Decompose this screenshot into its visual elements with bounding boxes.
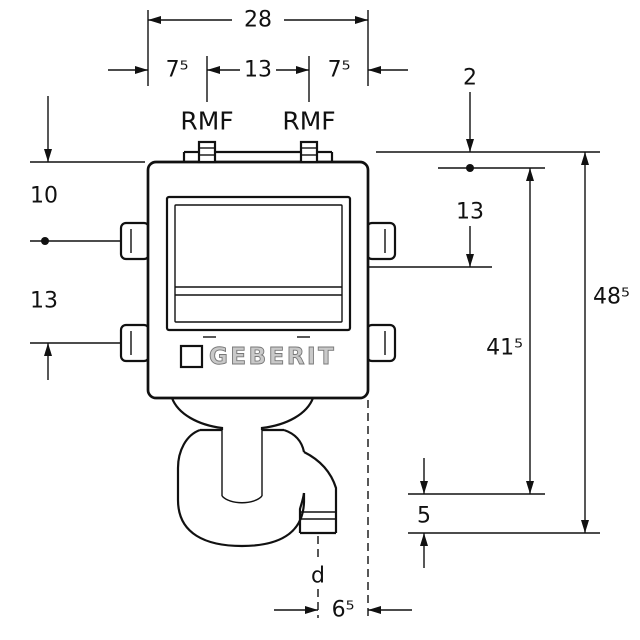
mounting-bracket: [119, 323, 151, 363]
supply-connectors: [197, 140, 319, 164]
rmf-right-label: RMF: [282, 107, 335, 136]
cistern-outline: [146, 160, 370, 400]
funnel-right-wall: [260, 397, 315, 430]
dim-left-upper-label: 10: [30, 184, 58, 209]
mounting-brackets: [119, 221, 397, 363]
outlet-upper-wall: [303, 451, 338, 533]
dim-overall-width-label: 28: [244, 8, 272, 33]
rmf-connector: [197, 140, 217, 164]
geberit-logo-text: GEBERIT: [209, 344, 336, 370]
cistern-lid: [182, 150, 334, 162]
left-dimension-group: 10 13: [30, 96, 145, 380]
access-panel: [165, 195, 352, 338]
dim-top-clearance-label: 2: [463, 66, 477, 91]
rmf-connector: [299, 140, 319, 164]
dim-outlet-offset-label: 6⁵: [332, 598, 355, 623]
reference-dot: [466, 164, 474, 172]
cistern-body: GEBERIT: [146, 140, 370, 400]
mounting-bracket: [119, 221, 151, 261]
bottom-dimension-group: d 6⁵: [274, 400, 412, 623]
dip-tube-end: [221, 495, 263, 504]
geberit-logo-symbol: [179, 344, 204, 369]
dim-mid-height-label: 41⁵: [486, 336, 523, 361]
trap-cup-outline: [176, 428, 306, 548]
outlet-diameter-label: d: [311, 564, 325, 589]
mounting-bracket: [365, 221, 397, 261]
outlet-lower-wall: [298, 492, 306, 533]
dim-left-lower-label: 13: [30, 289, 58, 314]
dim-left-offset-label: 7⁵: [166, 58, 189, 83]
rmf-left-label: RMF: [180, 107, 233, 136]
dim-outlet-drop-label: 5: [417, 504, 431, 529]
right-dimension-group: 2 13 41⁵ 48⁵ 5: [298, 66, 630, 568]
access-panel-inner: [174, 204, 343, 323]
dim-panel-depth-label: 13: [456, 200, 484, 225]
dim-overall-height-label: 48⁵: [593, 285, 630, 310]
top-dimension-group: 28 7⁵ 13 7⁵ RMF RMF: [108, 8, 408, 136]
trap-cup-shoulder: [283, 428, 306, 453]
mounting-bracket: [365, 323, 397, 363]
funnel-left-wall: [170, 397, 224, 430]
trap-assembly: [170, 397, 338, 548]
access-panel-frame: [165, 195, 352, 332]
geberit-logo: GEBERIT: [179, 344, 336, 370]
dim-right-offset-label: 7⁵: [328, 58, 351, 83]
dim-connector-spacing-label: 13: [244, 58, 272, 83]
